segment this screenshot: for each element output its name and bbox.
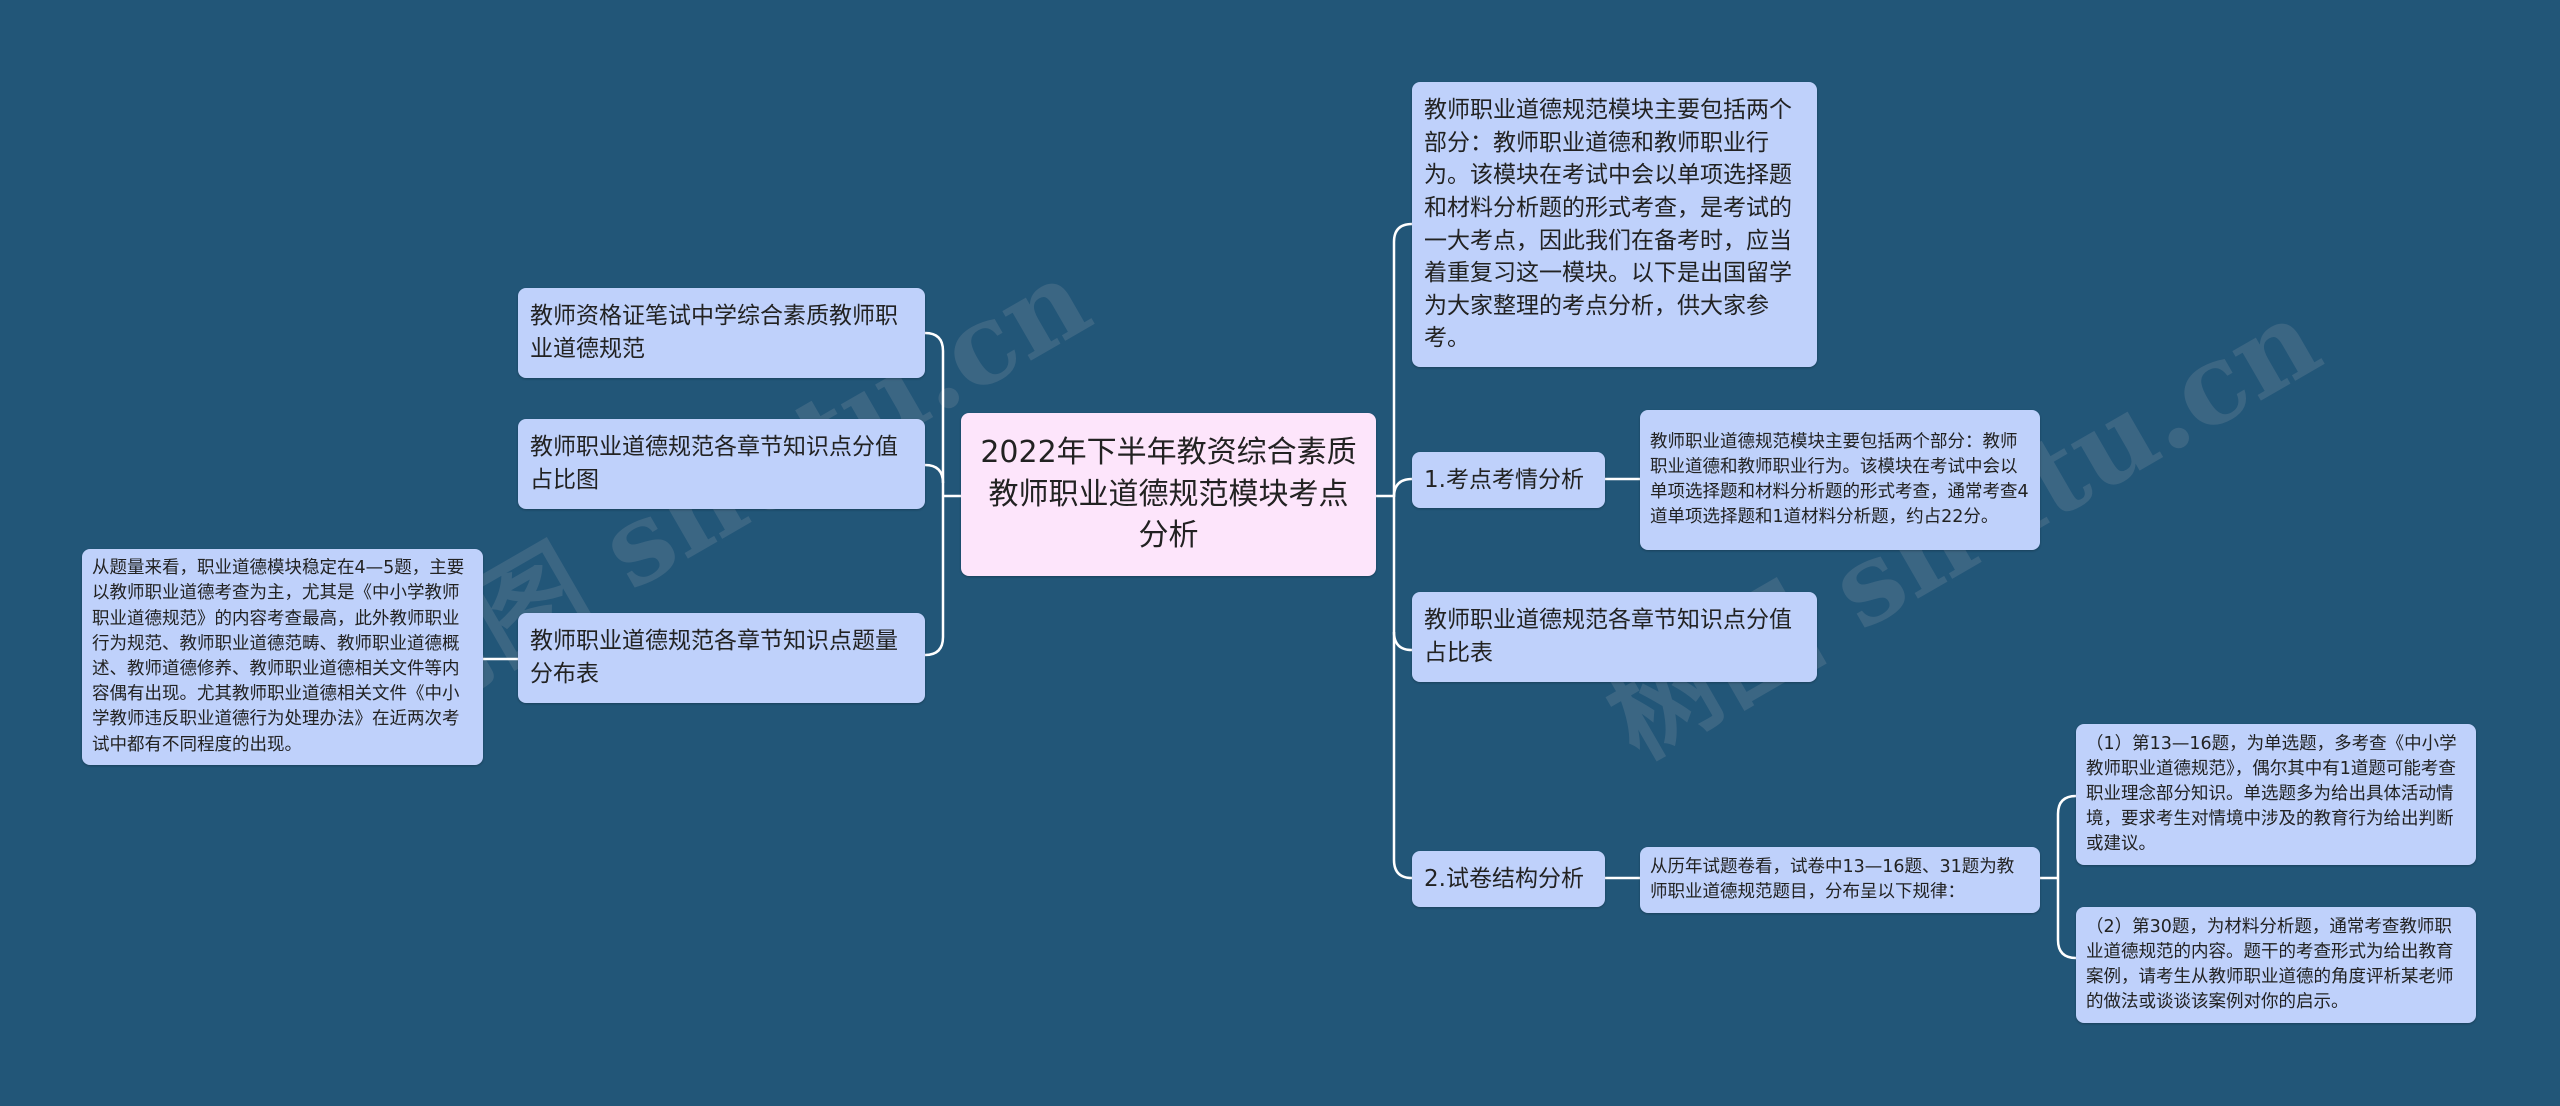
right-intro-text: 教师职业道德规范模块主要包括两个部分：教师职业道德和教师职业行为。该模块在考试中… [1424, 96, 1792, 352]
right-intro-node[interactable]: 教师职业道德规范模块主要包括两个部分：教师职业道德和教师职业行为。该模块在考试中… [1412, 82, 1817, 367]
branch-label: 2.试卷结构分析 [1424, 865, 1584, 892]
item-text: （1）第13—16题，为单选题，多考查《中小学教师职业道德规范》，偶尔其中有1道… [2086, 733, 2457, 855]
structure-item-2[interactable]: （2）第30题，为材料分析题，通常考查教师职业道德规范的内容。题干的考查形式为给… [2076, 907, 2476, 1023]
left-node-label: 教师职业道德规范各章节知识点题量分布表 [530, 628, 898, 687]
left-detail-node[interactable]: 从题量来看，职业道德模块稳定在4—5题，主要以教师职业道德考查为主，尤其是《中小… [82, 549, 483, 765]
left-node-label: 教师职业道德规范各章节知识点分值占比图 [530, 434, 898, 493]
root-node[interactable]: 2022年下半年教资综合素质教师职业道德规范模块考点分析 [961, 413, 1376, 576]
branch-exam-analysis-detail[interactable]: 教师职业道德规范模块主要包括两个部分：教师职业道德和教师职业行为。该模块在考试中… [1640, 410, 2040, 550]
branch-exam-analysis[interactable]: 1.考点考情分析 [1412, 452, 1605, 508]
branch-paper-structure[interactable]: 2.试卷结构分析 [1412, 851, 1605, 907]
branch-paper-structure-detail[interactable]: 从历年试题卷看，试卷中13—16题、31题为教师职业道德规范题目，分布呈以下规律… [1640, 847, 2040, 913]
item-text: （2）第30题，为材料分析题，通常考查教师职业道德规范的内容。题干的考查形式为给… [2086, 916, 2454, 1013]
branch-label: 1.考点考情分析 [1424, 466, 1584, 493]
right-node-label: 教师职业道德规范各章节知识点分值占比表 [1424, 607, 1792, 666]
left-detail-text: 从题量来看，职业道德模块稳定在4—5题，主要以教师职业道德考查为主，尤其是《中小… [92, 558, 465, 755]
left-node-question-distribution[interactable]: 教师职业道德规范各章节知识点题量分布表 [518, 613, 925, 703]
left-node-label: 教师资格证笔试中学综合素质教师职业道德规范 [530, 303, 898, 362]
right-node-score-table[interactable]: 教师职业道德规范各章节知识点分值占比表 [1412, 592, 1817, 682]
root-title: 2022年下半年教资综合素质教师职业道德规范模块考点分析 [980, 435, 1357, 554]
left-node-score-chart[interactable]: 教师职业道德规范各章节知识点分值占比图 [518, 419, 925, 509]
left-node-exam-norms[interactable]: 教师资格证笔试中学综合素质教师职业道德规范 [518, 288, 925, 378]
structure-item-1[interactable]: （1）第13—16题，为单选题，多考查《中小学教师职业道德规范》，偶尔其中有1道… [2076, 724, 2476, 865]
detail-text: 从历年试题卷看，试卷中13—16题、31题为教师职业道德规范题目，分布呈以下规律… [1650, 856, 2015, 902]
detail-text: 教师职业道德规范模块主要包括两个部分：教师职业道德和教师职业行为。该模块在考试中… [1650, 431, 2029, 528]
